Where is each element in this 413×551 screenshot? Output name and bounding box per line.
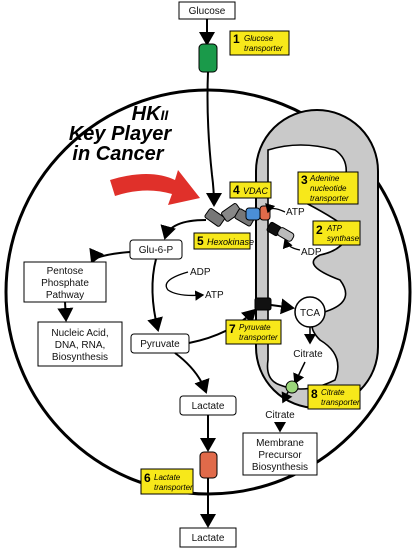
svg-text:Precursor: Precursor [258, 450, 302, 461]
glu6p-box: Glu-6-P [129, 239, 183, 260]
svg-text:ATP: ATP [326, 224, 343, 233]
svg-text:TCA: TCA [300, 308, 320, 319]
label-2-atp-synthase: 2 ATP synthase [312, 220, 361, 246]
svg-text:transporter: transporter [244, 44, 283, 53]
svg-text:Citrate: Citrate [265, 410, 295, 421]
svg-text:ATP: ATP [205, 290, 224, 301]
svg-text:DNA, RNA,: DNA, RNA, [55, 340, 106, 351]
svg-text:8: 8 [311, 387, 318, 401]
svg-text:Lactate: Lactate [192, 401, 225, 412]
svg-text:Key Player: Key Player [69, 123, 173, 145]
svg-text:Phosphate: Phosphate [41, 278, 89, 289]
label-4-vdac: 4 VDAC [229, 181, 272, 199]
highlight-arrow [110, 170, 200, 205]
svg-text:Pathway: Pathway [46, 290, 84, 301]
mitochondrion [255, 109, 379, 409]
atp-synthase-shape [266, 221, 295, 242]
label-1-glucose-transporter: 1 Glucose transporter [229, 30, 290, 56]
glucose-top-box: Glucose [178, 1, 236, 20]
label-7-pyruvate-transporter: 7 Pyruvate transporter [225, 319, 282, 345]
svg-text:5: 5 [197, 234, 204, 248]
svg-text:Biosynthesis: Biosynthesis [252, 462, 308, 473]
svg-text:Pentose: Pentose [47, 266, 84, 277]
svg-text:in Cancer: in Cancer [72, 143, 164, 165]
lactate-outer-box: Lactate [179, 527, 237, 548]
svg-text:Glucose: Glucose [244, 34, 274, 43]
label-6-lactate-transporter: 6 Lactate transporter [140, 468, 194, 495]
svg-text:1: 1 [233, 32, 240, 46]
svg-text:transporter: transporter [321, 398, 360, 407]
svg-text:Pyruvate: Pyruvate [140, 339, 180, 350]
svg-text:ATP: ATP [286, 207, 305, 218]
svg-text:transporter: transporter [239, 333, 278, 342]
label-3-adenine-nucleotide-transporter: 3 Adenine nucleotide transporter [297, 171, 359, 205]
svg-text:synthase: synthase [327, 234, 360, 243]
svg-text:Lactate: Lactate [154, 473, 181, 482]
vdac-shape [245, 207, 261, 221]
svg-text:2: 2 [316, 223, 323, 237]
pyruvate-box: Pyruvate [130, 333, 190, 354]
lactate-transporter-shape [199, 451, 218, 479]
svg-text:Citrate: Citrate [321, 388, 345, 397]
svg-text:ADP: ADP [190, 267, 211, 278]
ant-shape [259, 205, 271, 221]
nucleic-acid-box: Nucleic Acid, DNA, RNA, Biosynthesis [37, 321, 123, 367]
svg-text:nucleotide: nucleotide [310, 184, 347, 193]
label-8-citrate-transporter: 8 Citrate transporter [307, 384, 361, 410]
svg-text:Glu-6-P: Glu-6-P [139, 245, 174, 256]
svg-text:Adenine: Adenine [309, 174, 340, 183]
svg-text:Membrane: Membrane [256, 438, 304, 449]
svg-text:Pyruvate: Pyruvate [239, 323, 271, 332]
svg-text:transporter: transporter [310, 194, 349, 203]
membrane-precursor-box: Membrane Precursor Biosynthesis [242, 432, 318, 476]
svg-text:4: 4 [233, 183, 240, 197]
lactate-inner-box: Lactate [179, 395, 237, 416]
svg-text:transporter: transporter [154, 483, 193, 492]
glucose-transporter-shape [198, 43, 218, 73]
svg-text:7: 7 [229, 322, 236, 336]
svg-text:3: 3 [301, 173, 308, 187]
pentose-box: Pentose Phosphate Pathway [23, 261, 107, 303]
svg-text:Biosynthesis: Biosynthesis [52, 352, 108, 363]
citrate-transporter-shape [285, 380, 299, 394]
svg-text:Hexokinase: Hexokinase [207, 237, 254, 247]
label-5-hexokinase: 5 Hexokinase [193, 232, 254, 250]
svg-text:Glucose: Glucose [189, 6, 226, 17]
svg-text:Lactate: Lactate [192, 533, 225, 544]
svg-text:6: 6 [144, 471, 151, 485]
pyruvate-transporter-shape [254, 297, 272, 311]
svg-text:ADP: ADP [301, 247, 322, 258]
title: HKII Key Player in Cancer [69, 103, 173, 165]
svg-text:Nucleic Acid,: Nucleic Acid, [51, 328, 108, 339]
svg-text:Citrate: Citrate [293, 349, 323, 360]
svg-text:VDAC: VDAC [243, 186, 269, 196]
svg-text:HKII: HKII [132, 103, 170, 125]
